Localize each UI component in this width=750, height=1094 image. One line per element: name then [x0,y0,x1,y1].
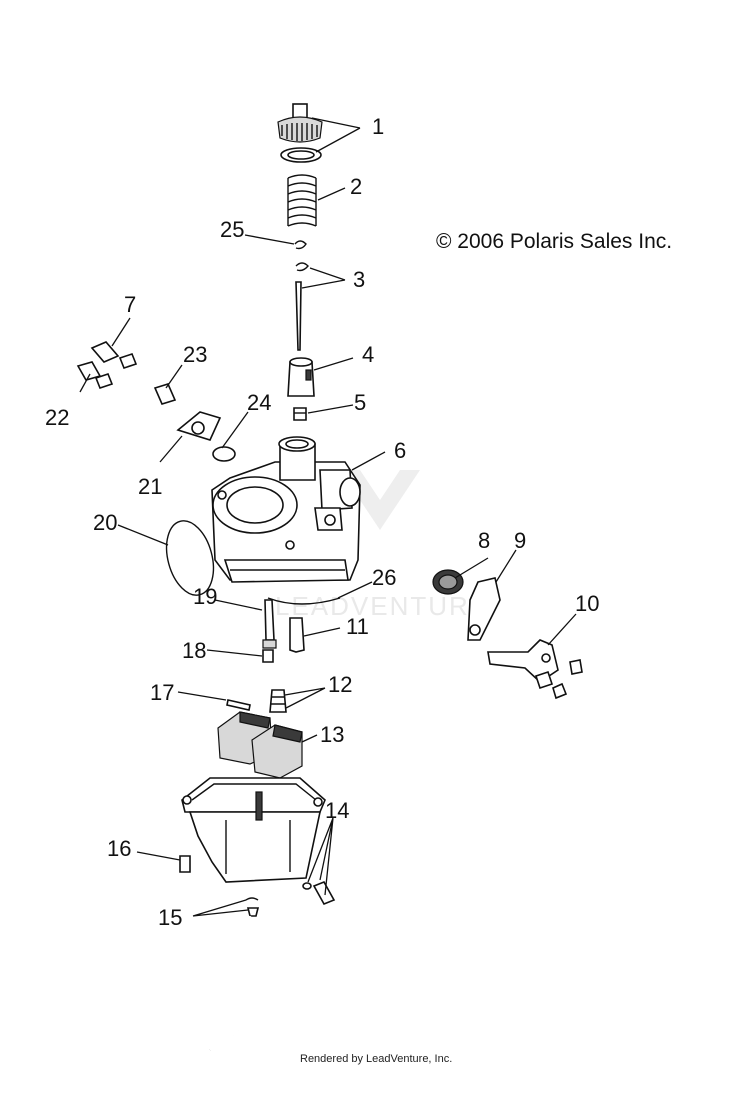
leader-lines [79,117,577,917]
callout-19: 19 [193,584,217,609]
part-13-float [217,711,303,779]
callout-15: 15 [158,905,182,930]
part-23-screw [153,383,177,405]
part-3-needle [295,262,309,351]
callout-9: 9 [514,528,526,553]
part-4-slide [287,357,315,397]
callout-13: 13 [320,722,344,747]
part-14-screw [302,880,336,906]
part-21-plate [176,411,222,441]
callout-14: 14 [325,798,349,823]
callout-labels: 1 2 3 4 5 6 7 8 9 10 11 12 13 14 15 16 1… [45,114,599,930]
copyright-text: © 2006 Polaris Sales Inc. [436,230,672,253]
part-12-float-valve [269,689,287,713]
callout-5: 5 [354,390,366,415]
callout-10: 10 [575,591,599,616]
callout-25: 25 [220,217,244,242]
callout-12: 12 [328,672,352,697]
watermark-text: LEADVENTURE [275,591,489,621]
part-2-spring [287,174,317,227]
part-16-screw [179,855,191,873]
part-15-hose [209,897,260,1052]
callout-23: 23 [183,342,207,367]
callout-3: 3 [353,267,365,292]
float-bowl [181,777,326,883]
part-9-lever [467,577,501,641]
callout-1: 1 [372,114,384,139]
footer-credit: Rendered by LeadVenture, Inc. [300,1053,452,1065]
part-1-cap [277,103,323,163]
part-17-pin [226,699,251,711]
callout-6: 6 [394,438,406,463]
callout-20: 20 [93,510,117,535]
part-11-needle-jet [289,617,305,653]
callout-18: 18 [182,638,206,663]
part-25-clip [294,240,307,250]
part-18-jet [262,649,274,663]
callout-16: 16 [107,836,131,861]
callout-17: 17 [150,680,174,705]
callout-4: 4 [362,342,374,367]
callout-8: 8 [478,528,490,553]
part-19-screw [262,599,277,649]
callout-22: 22 [45,405,69,430]
callout-7: 7 [124,292,136,317]
part-26-seal [267,597,341,605]
part-10-bracket [487,639,583,700]
part-24-oring [212,446,236,462]
callout-26: 26 [372,565,396,590]
callout-24: 24 [247,390,271,415]
part-20-gasket [165,520,215,596]
callout-2: 2 [350,174,362,199]
part-5-jet [293,407,307,421]
part-8-spring [432,569,464,595]
part-6-carb-body [211,436,361,583]
part-22-screw [76,361,114,389]
callout-21: 21 [138,474,162,499]
callout-11: 11 [346,614,369,639]
part-7-screw [90,341,138,369]
